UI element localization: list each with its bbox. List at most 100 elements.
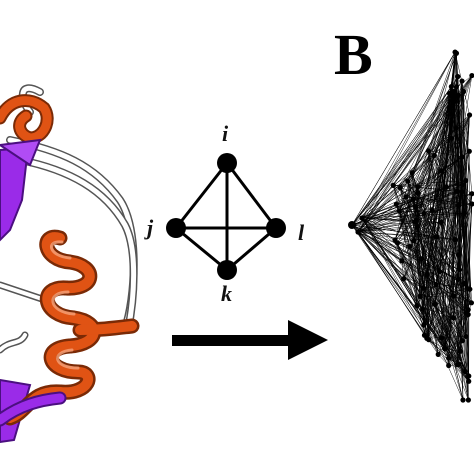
network-node <box>392 237 398 243</box>
network-node <box>453 84 459 90</box>
network-node <box>459 182 465 188</box>
node-label-j: j <box>144 215 154 240</box>
network-node <box>425 148 432 154</box>
network-node <box>469 72 474 79</box>
network-node <box>466 112 473 118</box>
node-label-k: k <box>221 281 232 306</box>
network-node <box>446 362 452 369</box>
protein-structure-image <box>0 84 140 444</box>
network-node <box>460 397 466 403</box>
network-node <box>446 355 452 361</box>
network-node <box>468 300 474 306</box>
network-node <box>410 196 416 202</box>
network-node <box>393 201 399 207</box>
network-node <box>418 256 425 262</box>
network-node <box>434 234 440 240</box>
network-node <box>432 301 438 308</box>
network-node <box>429 207 435 213</box>
network-node <box>455 276 462 283</box>
network-node <box>433 281 439 287</box>
network-node <box>443 184 450 190</box>
network-node <box>437 268 443 275</box>
network-node <box>438 168 445 174</box>
network-node <box>459 78 465 84</box>
network-node <box>452 236 458 243</box>
panel-label-b: B <box>334 22 373 87</box>
graph-node-k <box>217 260 237 280</box>
network-node <box>463 333 469 340</box>
network-node <box>413 204 419 210</box>
network-node <box>421 332 428 338</box>
network-node <box>415 190 421 196</box>
network-node <box>399 258 405 264</box>
network-node <box>421 210 427 216</box>
network-node <box>466 373 472 379</box>
network-node <box>459 338 466 344</box>
network-node <box>450 293 457 299</box>
network-node <box>465 307 471 313</box>
network-node <box>421 322 427 328</box>
network-node <box>414 303 420 309</box>
network-node <box>401 276 407 282</box>
network-node <box>465 397 471 403</box>
node-label-l: l <box>298 220 305 245</box>
network-node <box>467 286 473 292</box>
network-node <box>409 170 415 176</box>
graph-edge-j-k <box>175 226 228 272</box>
network-node <box>452 49 458 55</box>
network-node <box>450 88 456 95</box>
network-graph-image <box>348 49 474 403</box>
network-node <box>355 229 361 235</box>
network-node <box>455 92 461 99</box>
network-node <box>461 88 467 95</box>
network-node <box>466 148 472 154</box>
right-arrow-icon <box>172 320 328 360</box>
network-node <box>417 293 423 299</box>
four-node-graph: i j l k <box>144 121 305 306</box>
network-node <box>462 368 468 375</box>
network-node <box>411 238 417 244</box>
graph-node-j <box>166 218 186 238</box>
graph-edge-l-k <box>226 226 277 272</box>
network-node <box>459 188 465 195</box>
network-node <box>397 185 403 191</box>
graph-node-i <box>217 153 237 173</box>
network-node <box>438 219 444 225</box>
network-node <box>414 224 421 230</box>
network-node <box>426 337 432 343</box>
network-node <box>455 252 462 258</box>
network-node <box>390 182 396 189</box>
network-node <box>435 351 441 357</box>
network-node <box>420 306 426 312</box>
network-node <box>461 210 468 217</box>
network-node <box>396 208 402 214</box>
network-node <box>469 201 474 207</box>
network-node <box>459 154 465 160</box>
network-node <box>454 188 460 194</box>
graph-node-l <box>266 218 286 238</box>
network-node <box>466 378 472 384</box>
network-node <box>453 125 459 131</box>
network-node <box>457 267 463 273</box>
network-node <box>420 285 427 291</box>
network-node <box>448 135 455 141</box>
network-node <box>403 194 409 200</box>
network-node <box>450 315 457 321</box>
network-node <box>407 243 413 250</box>
network-node <box>415 184 421 190</box>
network-node <box>456 202 462 208</box>
network-node <box>359 215 365 221</box>
network-node <box>348 221 356 229</box>
network-node <box>469 191 474 197</box>
graph-edge-i-j <box>174 162 229 229</box>
network-node <box>431 152 438 159</box>
network-node <box>442 346 448 352</box>
network-node <box>463 177 469 184</box>
network-node <box>412 219 418 225</box>
network-node <box>438 335 444 341</box>
network-node <box>461 280 468 286</box>
network-node <box>405 178 411 184</box>
node-label-i: i <box>222 121 229 146</box>
network-node <box>457 348 464 354</box>
